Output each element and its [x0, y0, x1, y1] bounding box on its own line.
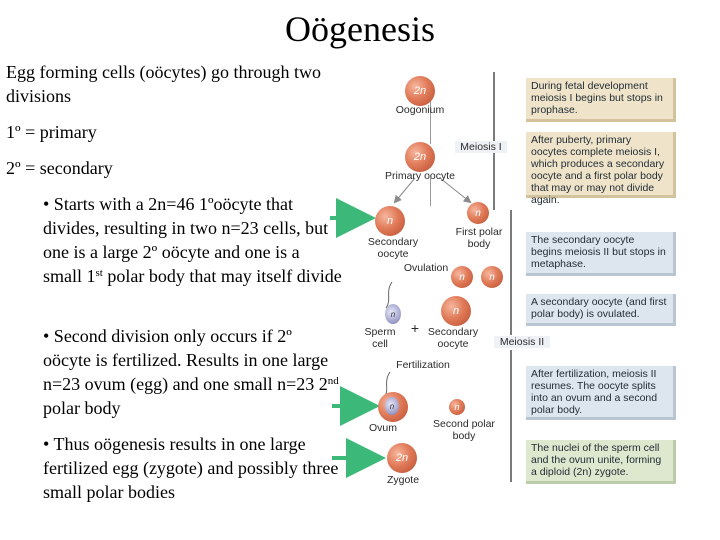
bullet-2: • Second division only occurs if 2º oöcy…	[43, 326, 339, 418]
plus-sign: +	[410, 320, 420, 336]
label-first-polar-body: First polar body	[455, 226, 503, 250]
flow-line-1	[430, 100, 431, 144]
oogonium-cell: 2n	[405, 76, 435, 106]
label-ovulation: Ovulation	[403, 262, 449, 274]
secondary-definition: 2º = secondary	[6, 158, 113, 178]
zygote-cell: 2n	[387, 443, 417, 473]
primary-definition: 1º = primary	[6, 122, 97, 142]
note-ovulated: A secondary oocyte (and first polar body…	[526, 294, 676, 326]
label-primary-oocyte: Primary oocyte	[384, 170, 456, 182]
note-after-fertilization: After fertilization, meiosis II resumes.…	[526, 366, 676, 420]
label-meiosis2: Meiosis II	[494, 336, 550, 348]
ovulation-polar-body-2: n	[481, 266, 503, 288]
ovulation-polar-body-1: n	[451, 266, 473, 288]
note-meiosis2-stops: The secondary oocyte begins meiosis II b…	[526, 232, 676, 276]
meiosis2-bracket-top	[510, 210, 512, 335]
slide-title: Oögenesis	[285, 9, 435, 49]
split-arrow-right	[439, 177, 472, 204]
bullet-3: • Thus oögenesis results in one large fe…	[43, 434, 339, 502]
note-fetal-development: During fetal development meiosis I begin…	[526, 78, 676, 122]
meiosis1-bracket-top	[493, 72, 495, 142]
meiosis2-bracket-bottom	[510, 350, 512, 482]
intro-text: Egg forming cells (oöcytes) go through t…	[6, 62, 321, 106]
note-after-puberty: After puberty, primary oocytes complete …	[526, 132, 676, 206]
split-arrow-left	[393, 177, 416, 204]
flow-line-2	[430, 178, 431, 206]
fertilizing-sperm: n	[385, 397, 399, 415]
note-nuclei-unite: The nuclei of the sperm cell and the ovu…	[526, 440, 676, 484]
second-polar-body-cell: n	[449, 399, 465, 415]
secondary-oocyte-cell: n	[375, 206, 405, 236]
sperm-cell: n	[385, 304, 401, 324]
label-zygote: Zygote	[386, 474, 420, 486]
meiosis1-bracket-bottom	[493, 152, 495, 210]
first-polar-body-cell: n	[467, 202, 489, 224]
primary-oocyte-cell: 2n	[405, 142, 435, 172]
label-secondary-oocyte-2: Secondary oocyte	[427, 326, 479, 350]
label-secondary-oocyte: Secondary oocyte	[367, 236, 419, 260]
bullet-1: • Starts with a 2n=46 1ºoöcyte that divi…	[43, 194, 342, 286]
ovulated-oocyte-cell: n	[441, 296, 471, 326]
label-second-polar-body: Second polar body	[433, 418, 495, 442]
label-fertilization: Fertilization	[396, 359, 450, 371]
label-sperm-cell: Sperm cell	[364, 326, 396, 350]
label-meiosis1: Meiosis I	[455, 141, 507, 153]
label-oogonium: Oogonium	[395, 104, 445, 116]
label-ovum: Ovum	[368, 422, 397, 434]
